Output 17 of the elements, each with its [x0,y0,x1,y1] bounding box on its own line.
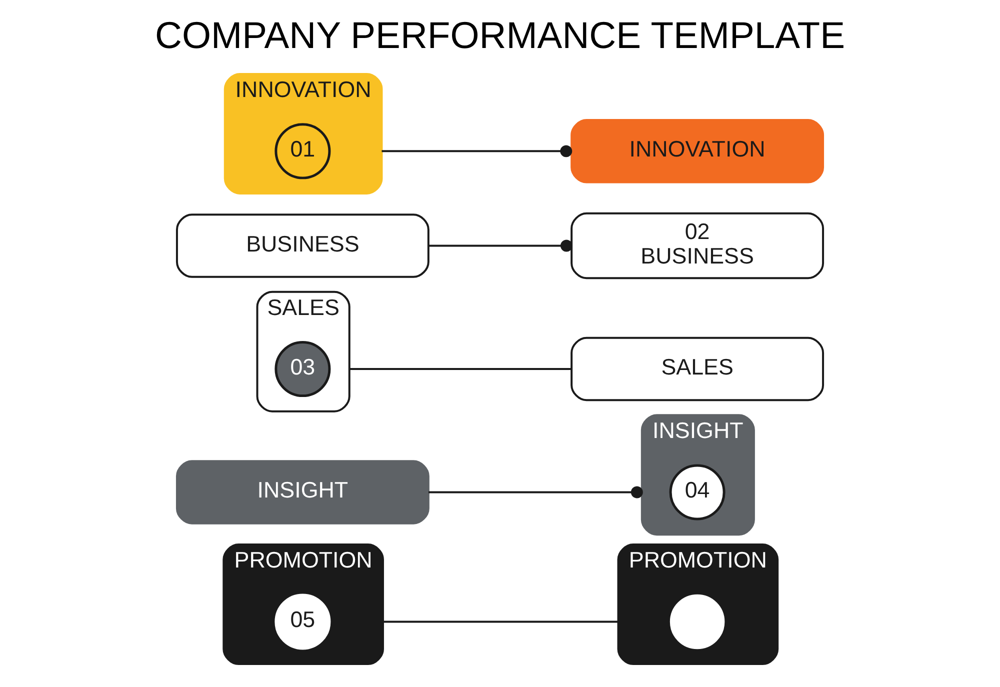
node-box: SALES [570,336,824,402]
node-box: INNOVATION [570,119,824,184]
node-circle: 04 [669,464,726,520]
connector [428,486,643,498]
node-box: 02 BUSINESS [570,212,824,280]
node-box: BUSINESS [176,214,430,278]
node-circle: 05 [274,594,331,650]
cluster: PROMOTION [617,544,779,666]
node-box: INSIGHT [176,460,430,524]
connector [382,145,572,158]
connector [382,620,618,623]
node-circle [670,594,725,650]
diagram-title: COMPANY PERFORMANCE TEMPLATE [155,14,845,56]
node-circle: 03 [274,341,331,398]
connector [428,240,572,252]
connector [349,368,572,370]
node-circle: 01 [274,123,331,180]
